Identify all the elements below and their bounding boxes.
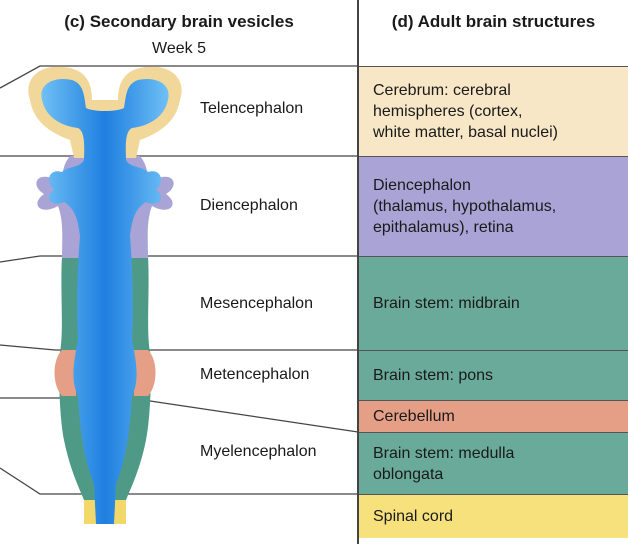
vesicle-label-telencephalon: Telencephalon [200, 100, 304, 117]
structure-midbrain-text: Brain stem: midbrain [373, 295, 520, 312]
structure-spinal-cord-text: Spinal cord [373, 508, 454, 525]
structure-medulla-oblongata: Brain stem: medulla oblongata [359, 432, 628, 494]
structure-medulla-oblongata-text: Brain stem: medulla oblongata [373, 444, 515, 483]
structure-spinal-cord: Spinal cord [359, 494, 628, 538]
structure-diencephalon: Diencephalon (thalamus, hypothalamus, ep… [359, 156, 628, 256]
vesicle-label-myelencephalon: Myelencephalon [200, 443, 317, 460]
vesicle-label-metencephalon: Metencephalon [200, 366, 310, 383]
metencephalon-wall-right [134, 350, 156, 396]
boundary-lines [0, 65, 358, 495]
boundary-line-myelen-spinal [0, 467, 358, 495]
structure-cerebrum: Cerebrum: cerebral hemispheres (cortex, … [359, 66, 628, 156]
structure-diencephalon-text: Diencephalon (thalamus, hypothalamus, ep… [373, 177, 557, 236]
panel-divider [357, 0, 359, 544]
boundary-line-mesen-meten [0, 344, 358, 351]
structure-pons-text: Brain stem: pons [373, 367, 494, 384]
metencephalon-wall-left [54, 350, 76, 396]
boundary-line-dien-mesen [0, 255, 358, 263]
boundary-line-top [0, 65, 358, 89]
structure-cerebellum: Cerebellum [359, 400, 628, 432]
structure-midbrain: Brain stem: midbrain [359, 256, 628, 350]
left-panel-subtitle: Week 5 [152, 40, 206, 57]
left-panel-title: (c) Secondary brain vesicles [64, 12, 294, 31]
right-panel-title: (d) Adult brain structures [391, 12, 596, 31]
boundary-line-meten-myelen [0, 397, 358, 433]
vesicle-label-diencephalon: Diencephalon [200, 197, 298, 214]
structure-cerebellum-text: Cerebellum [373, 408, 455, 425]
brain-vesicles-illustration [0, 65, 358, 525]
vesicle-label-mesencephalon: Mesencephalon [200, 295, 313, 312]
structure-cerebrum-text: Cerebrum: cerebral hemispheres (cortex, … [373, 82, 558, 141]
ventricle-lumen [41, 78, 169, 525]
structure-pons: Brain stem: pons [359, 350, 628, 400]
